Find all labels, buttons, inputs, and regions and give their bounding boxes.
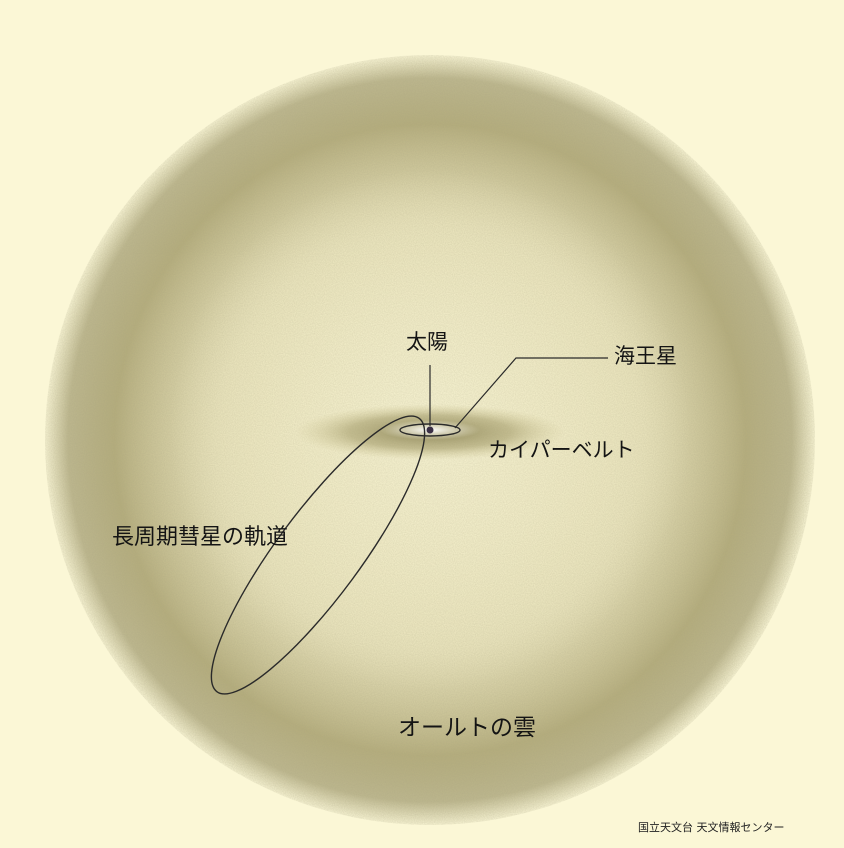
sun-dot — [426, 426, 434, 434]
comet-orbit — [210, 415, 426, 695]
neptune-label: 海王星 — [614, 344, 677, 368]
kuiper-belt-label: カイパーベルト — [488, 438, 635, 462]
oort-cloud-label: オールトの雲 — [398, 715, 536, 741]
comet-orbit-label: 長周期彗星の軌道 — [112, 525, 289, 550]
sun-label: 太陽 — [406, 330, 448, 354]
neptune-leader-line — [454, 357, 608, 429]
credit-text: 国立天文台 天文情報センター — [638, 821, 785, 834]
